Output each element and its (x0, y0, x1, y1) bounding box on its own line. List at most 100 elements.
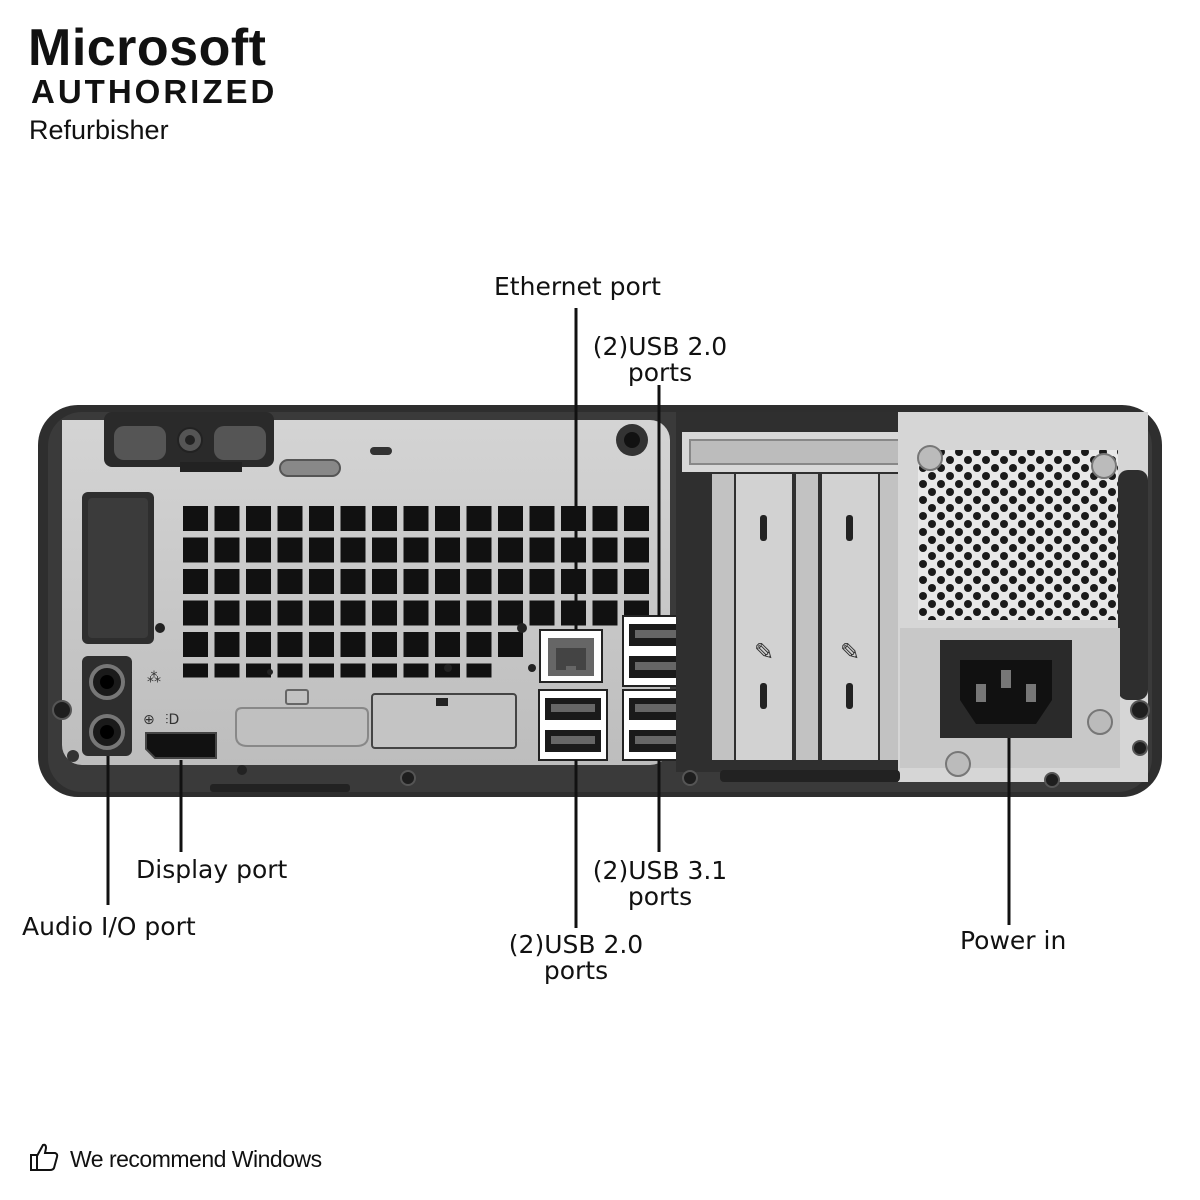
vent-hole (624, 569, 649, 594)
knockout-cover (371, 693, 517, 749)
vent-hole (183, 506, 208, 531)
vent-hole (214, 506, 240, 531)
svg-text:✎: ✎ (840, 638, 860, 666)
vent-hole (183, 600, 208, 626)
vent-hole (309, 663, 334, 678)
vent-hole (309, 569, 334, 594)
callout-lines (106, 308, 1011, 928)
display-port: ⫶D (145, 712, 217, 759)
vent-hole (340, 569, 366, 594)
power-supply (898, 412, 1148, 782)
vent-hole (466, 537, 492, 563)
vent-hole (309, 537, 334, 563)
vent-hole (592, 506, 618, 531)
vent-hole (183, 632, 208, 657)
vga-knockout (235, 689, 369, 747)
vent-hole (403, 632, 429, 657)
usb-2-0-bottom-label-line1: (2)USB 2.0 (508, 930, 644, 959)
vent-hole (435, 506, 460, 531)
vent-hole (246, 537, 271, 563)
vent-hole (498, 506, 523, 531)
vent-hole (435, 600, 460, 626)
vent-hole (498, 600, 523, 626)
vent-hole (277, 569, 303, 594)
usb-2-0-top-ports (622, 615, 692, 687)
vent-hole (435, 569, 460, 594)
vent-hole (592, 537, 618, 563)
display-port-label: Display port (136, 855, 288, 884)
usb-2-0-top-label-line2: ports (627, 358, 693, 387)
usb-3-1-label-line1: (2)USB 3.1 (592, 856, 728, 885)
vent-grid (183, 506, 649, 678)
vent-hole (214, 600, 240, 626)
vent-hole (403, 537, 429, 563)
vent-hole (277, 600, 303, 626)
vent-hole (214, 569, 240, 594)
vent-hole (561, 506, 586, 531)
vent-hole (277, 537, 303, 563)
vent-hole (372, 663, 397, 678)
vent-hole (592, 569, 618, 594)
vent-hole (246, 600, 271, 626)
vent-hole (183, 663, 208, 678)
vent-hole (561, 569, 586, 594)
vent-hole (561, 537, 586, 563)
thumbs-up-icon (28, 1142, 60, 1177)
vent-hole (372, 632, 397, 657)
ethernet-port (539, 629, 603, 683)
vent-hole (592, 600, 618, 626)
usb-2-0-top-label-line1: (2)USB 2.0 (592, 332, 728, 361)
vent-hole (529, 506, 555, 531)
vent-hole (246, 663, 271, 678)
vent-hole (403, 569, 429, 594)
microsoft-authorized-refurbisher-logo: Microsoft AUTHORIZED Refurbisher (28, 22, 277, 150)
vent-hole (372, 506, 397, 531)
vent-hole (309, 632, 334, 657)
vent-hole (340, 632, 366, 657)
vent-hole (466, 600, 492, 626)
svg-text:⫶D: ⫶D (165, 712, 179, 728)
vent-hole (529, 537, 555, 563)
vent-hole (246, 506, 271, 531)
vent-hole (403, 506, 429, 531)
vent-hole (340, 600, 366, 626)
vent-hole (466, 663, 492, 678)
vent-hole (403, 663, 429, 678)
vent-hole (309, 506, 334, 531)
panel-screws (155, 623, 536, 775)
vent-hole (277, 663, 303, 678)
vent-hole (246, 569, 271, 594)
vent-hole (372, 537, 397, 563)
vent-hole (435, 537, 460, 563)
usb-2-0-bottom-ports (538, 689, 608, 761)
vent-hole (466, 569, 492, 594)
recommend-windows-footer: We recommend Windows (28, 1142, 322, 1177)
audio-io-port-label: Audio I/O port (22, 912, 196, 941)
case-screws (52, 700, 1150, 788)
vent-hole (435, 632, 460, 657)
vent-hole (498, 569, 523, 594)
vent-hole (277, 632, 303, 657)
recommend-windows-text: We recommend Windows (70, 1146, 322, 1172)
vent-hole (246, 632, 271, 657)
vent-hole (277, 506, 303, 531)
vent-hole (372, 600, 397, 626)
brand-role: Refurbisher (29, 115, 169, 145)
expansion-slots: ✎ ✎ (676, 412, 911, 772)
vent-hole (529, 569, 555, 594)
vent-hole (372, 569, 397, 594)
vent-hole (403, 600, 429, 626)
power-in-label: Power in (960, 926, 1067, 955)
usb-2-0-top-label: (2)USB 2.0 ports (590, 334, 730, 386)
vent-hole (498, 537, 523, 563)
usb-3-1-label-line2: ports (627, 882, 693, 911)
usb-3-1-label: (2)USB 3.1 ports (590, 858, 730, 910)
brand-status: AUTHORIZED (31, 73, 278, 110)
audio-ports: ⁂ ⊕ (67, 656, 161, 762)
power-inlet (940, 640, 1072, 738)
vent-hole (340, 537, 366, 563)
usb-2-0-bottom-label-line2: ports (543, 956, 609, 985)
vent-hole (183, 537, 208, 563)
ethernet-port-label: Ethernet port (494, 272, 661, 301)
